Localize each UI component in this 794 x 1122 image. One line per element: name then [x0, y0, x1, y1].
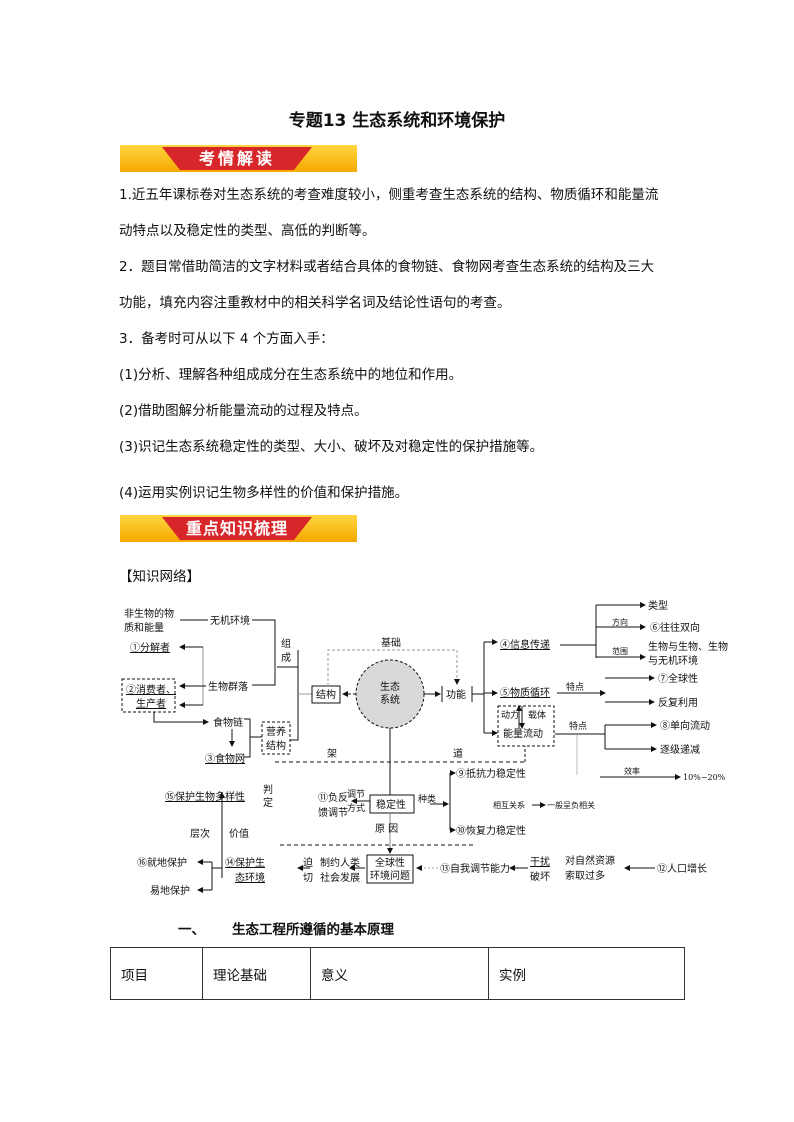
table-header-cell: 实例 [488, 947, 685, 1000]
node-label: 能量流动 [503, 727, 543, 740]
node-label: 社会发展 [320, 871, 360, 884]
node-label: 系统 [380, 693, 400, 706]
node-label: 稳定性 [376, 798, 406, 811]
node-label: 组 [281, 637, 291, 650]
paragraph: (1)分析、理解各种组成成分在生态系统中的地位和作用。 [119, 367, 463, 383]
node-label: 生物与生物、生物 [648, 640, 728, 653]
paragraph: 2．题目常借助简洁的文字材料或者结合具体的食物链、食物网考查生态系统的结构及三大 [119, 259, 655, 275]
node-label: 结构 [266, 739, 286, 752]
node-label: 生产者 [136, 697, 166, 710]
page-title: 专题13 生态系统和环境保护 [288, 111, 506, 131]
principles-table: 项目 理论基础 意义 实例 [110, 947, 685, 1000]
node-label: 架 [327, 748, 337, 760]
node-label: 逐级递减 [660, 743, 700, 756]
node-label: ④信息传递 [500, 638, 550, 651]
node-label: ①分解者 [130, 641, 170, 654]
node-label: 动力 [501, 709, 519, 721]
node-label: 方向 [612, 617, 628, 627]
node-label: 食物链 [213, 716, 243, 729]
node-label: ⑨抵抗力稳定性 [456, 767, 526, 780]
node-label: 生态 [380, 680, 400, 693]
table-header-cell: 理论基础 [202, 947, 311, 1000]
node-label: 干扰 [530, 855, 550, 868]
node-label: 易地保护 [150, 884, 190, 897]
node-label: ⑩恢复力稳定性 [456, 824, 526, 837]
node-label: 类型 [648, 599, 668, 612]
node-label: ⑤物质循环 [500, 686, 550, 699]
banner-analysis-label: 考情解读 [162, 147, 312, 170]
node-label: ⑯就地保护 [137, 856, 187, 869]
node-label: 载体 [528, 709, 546, 721]
node-label: 质和能量 [124, 621, 164, 634]
node-label: 对自然资源 [565, 854, 615, 867]
node-label: 迫 [303, 856, 313, 869]
node-label: ③食物网 [205, 752, 245, 765]
table-header-row: 项目 理论基础 意义 实例 [110, 947, 685, 1000]
node-label: 原 因 [375, 823, 398, 835]
node-label: 道 [453, 747, 463, 760]
paragraph: (4)运用实例识记生物多样性的价值和保护措施。 [119, 485, 409, 501]
node-label: 范围 [612, 646, 628, 656]
node-label: 价值 [229, 827, 249, 840]
node-label: ⑭保护生 [225, 856, 265, 869]
node-label: 态环境 [235, 871, 265, 884]
node-label: 馈调节 [318, 806, 348, 819]
section-number: 一、 [178, 922, 205, 938]
node-label: 营养 [266, 725, 286, 738]
section-heading: 生态工程所遵循的基本原理 [232, 922, 394, 938]
node-label: 相互关系 [493, 800, 525, 810]
node-label: 效率 [624, 766, 640, 776]
paragraph: (2)借助图解分析能量流动的过程及特点。 [119, 403, 368, 419]
paragraph: 3．备考时可从以下 4 个方面入手： [119, 331, 334, 347]
node-label: ⑫人口增长 [657, 862, 707, 875]
node-label: 结构 [316, 688, 336, 701]
node-label: ⑮保护生物多样性 [165, 790, 245, 803]
node-label: 破坏 [530, 870, 550, 883]
table-header-cell: 项目 [110, 947, 203, 1000]
node-label: 反复利用 [658, 696, 698, 709]
node-label: 与无机环境 [648, 654, 698, 667]
node-label: ⑧单向流动 [660, 719, 710, 732]
node-label: 定 [263, 796, 273, 809]
diagram-lines [121, 602, 681, 893]
node-label: 成 [281, 652, 291, 664]
node-label: 种类 [418, 793, 436, 805]
node-label: ⑦全球性 [658, 672, 698, 685]
node-label: 非生物的物 [124, 607, 174, 620]
node-label: 10%~20% [683, 773, 726, 782]
knowledge-network-label: 【知识网络】 [119, 569, 200, 585]
node-label: 层次 [190, 827, 210, 840]
node-label: 特点 [569, 720, 587, 732]
diagram-labels: 非生物的物 质和能量 无机环境 ①分解者 ②消费者、 生产者 生物群落 组 成 … [124, 599, 728, 897]
paragraph: 功能，填充内容注重教材中的相关科学名词及结论性语句的考查。 [119, 295, 511, 311]
node-label: 制约人类 [320, 856, 360, 869]
node-label: ⑬自我调节能力 [440, 862, 510, 875]
node-label: 生物群落 [208, 680, 248, 693]
node-label: 切 [303, 872, 313, 884]
node-label: 方式 [347, 802, 365, 814]
banner-knowledge-label: 重点知识梳理 [162, 517, 312, 540]
node-label: ②消费者、 [126, 683, 176, 696]
node-label: 调节 [347, 789, 365, 800]
table-header-cell: 意义 [310, 947, 489, 1000]
node-label: 索取过多 [565, 869, 605, 882]
paragraph: 1.近五年课标卷对生态系统的考查难度较小，侧重考查生态系统的结构、物质循环和能量… [119, 187, 659, 203]
node-label: 无机环境 [210, 614, 250, 627]
paragraph: (3)识记生态系统稳定性的类型、大小、破坏及对稳定性的保护措施等。 [119, 439, 544, 455]
node-label: ⑪负反 [318, 791, 348, 804]
node-label: 环境问题 [370, 869, 410, 882]
banner-knowledge: 重点知识梳理 [120, 515, 357, 542]
node-label: 全球性 [375, 856, 405, 869]
node-label: 特点 [566, 681, 584, 693]
node-label: 判 [263, 784, 273, 796]
node-label: 一般呈负相关 [547, 800, 595, 810]
banner-analysis: 考情解读 [120, 145, 357, 172]
paragraph: 动特点以及稳定性的类型、高低的判断等。 [119, 223, 376, 239]
node-label: ⑥往往双向 [650, 621, 700, 634]
node-label: 功能 [446, 688, 466, 701]
node-label: 基础 [381, 636, 401, 649]
